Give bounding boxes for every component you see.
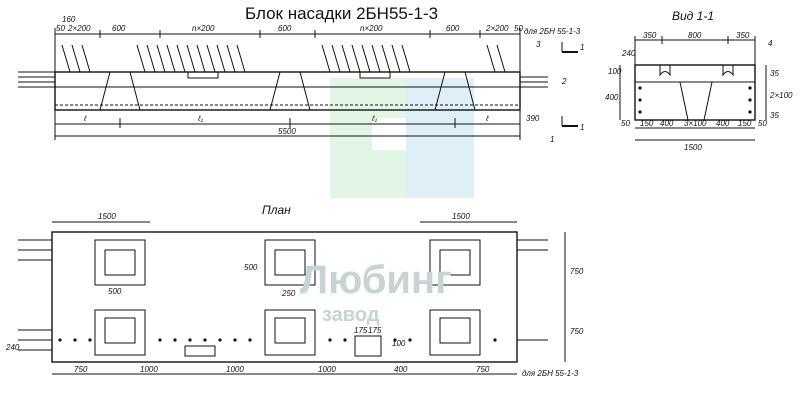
watermark-text-1: Любинг — [300, 258, 452, 302]
watermark-text-2: завод — [322, 304, 380, 326]
plan-right-750a: 750 — [570, 267, 584, 276]
view-label: Вид 1-1 — [672, 9, 714, 23]
section-bottom-50b: 50 — [758, 119, 767, 128]
elev-dim-600c: 600 — [446, 24, 460, 33]
elev-section-mark-bottom: 1 — [580, 123, 584, 132]
section-right-35a: 35 — [770, 69, 779, 78]
plan-bottom-note: для 2БН 55-1-3 — [522, 369, 579, 378]
section-bottom-150b: 150 — [738, 119, 752, 128]
section-bottom-150a: 150 — [640, 119, 654, 128]
plan-inner-500a: 500 — [244, 263, 258, 272]
section-left-400: 400 — [605, 93, 619, 102]
elev-dim-50: 50 — [56, 24, 65, 33]
elev-section-mark-top: 1 — [580, 43, 584, 52]
rebar-dots — [58, 86, 752, 342]
plan-bottom-750b: 750 — [476, 365, 490, 374]
section-total-width: 1500 — [684, 143, 702, 152]
section-bottom-50a: 50 — [621, 119, 630, 128]
elev-dim-nx200a: n×200 — [192, 24, 215, 33]
plan-inner-240: 240 — [5, 343, 20, 352]
section-left-100: 100 — [608, 67, 622, 76]
plan-bottom-1000a: 1000 — [140, 365, 158, 374]
plan-bottom-1000c: 1000 — [318, 365, 336, 374]
watermark-logo — [330, 78, 474, 198]
elev-callout-3: 3 — [536, 40, 541, 49]
plan-right-750b: 750 — [570, 327, 584, 336]
plan-bottom-750a: 750 — [74, 365, 88, 374]
plan-inner-500b: 500 — [108, 287, 122, 296]
elev-callout-1: 1 — [550, 135, 554, 144]
plan-bottom-1000b: 1000 — [226, 365, 244, 374]
plan-label: План — [262, 203, 291, 217]
elev-bottom-l1-b: ℓ₁ — [371, 114, 378, 123]
plan-inner-175a: 175 — [354, 326, 368, 335]
section-top-350a: 350 — [643, 31, 657, 40]
plan-view — [18, 221, 566, 375]
elevation-view — [18, 28, 578, 140]
plan-bottom-400: 400 — [394, 365, 408, 374]
elev-dim-160: 160 — [62, 15, 76, 24]
plan-inner-175b: 175 — [368, 326, 382, 335]
elev-bottom-l-b: ℓ — [485, 114, 489, 123]
plan-top-1500a: 1500 — [98, 212, 116, 221]
elev-total-length: 5500 — [278, 127, 296, 136]
section-top-800: 800 — [688, 31, 702, 40]
elev-dim-2x200b: 2×200 — [485, 24, 509, 33]
section-callout-4: 4 — [768, 39, 773, 48]
section-bottom-400b: 400 — [716, 119, 730, 128]
section-bottom-3x100: 3×100 — [684, 119, 707, 128]
elev-callout-2: 2 — [561, 77, 567, 86]
elev-bottom-l-a: ℓ — [83, 114, 87, 123]
elev-right-note: для 2БН 55-1-3 — [524, 27, 581, 36]
plan-inner-100: 100 — [392, 339, 406, 348]
elev-dim-2x200: 2×200 — [67, 24, 91, 33]
drawing-title: Блок насадки 2БН55-1-3 — [245, 4, 439, 23]
elev-bottom-390: 390 — [526, 114, 540, 123]
section-top-350b: 350 — [736, 31, 750, 40]
section-bottom-400a: 400 — [660, 119, 674, 128]
elev-dim-600a: 600 — [112, 24, 126, 33]
plan-inner-250: 250 — [281, 289, 296, 298]
elev-bottom-l1-a: ℓ₁ — [197, 114, 204, 123]
plan-top-1500b: 1500 — [452, 212, 470, 221]
elev-dim-600b: 600 — [278, 24, 292, 33]
section-view — [619, 36, 767, 141]
section-left-240: 240 — [621, 49, 636, 58]
elev-dim-nx200b: n×200 — [360, 24, 383, 33]
elev-dim-50b: 50 — [514, 24, 523, 33]
section-right-35b: 35 — [770, 111, 779, 120]
section-right-2x100: 2×100 — [769, 91, 793, 100]
